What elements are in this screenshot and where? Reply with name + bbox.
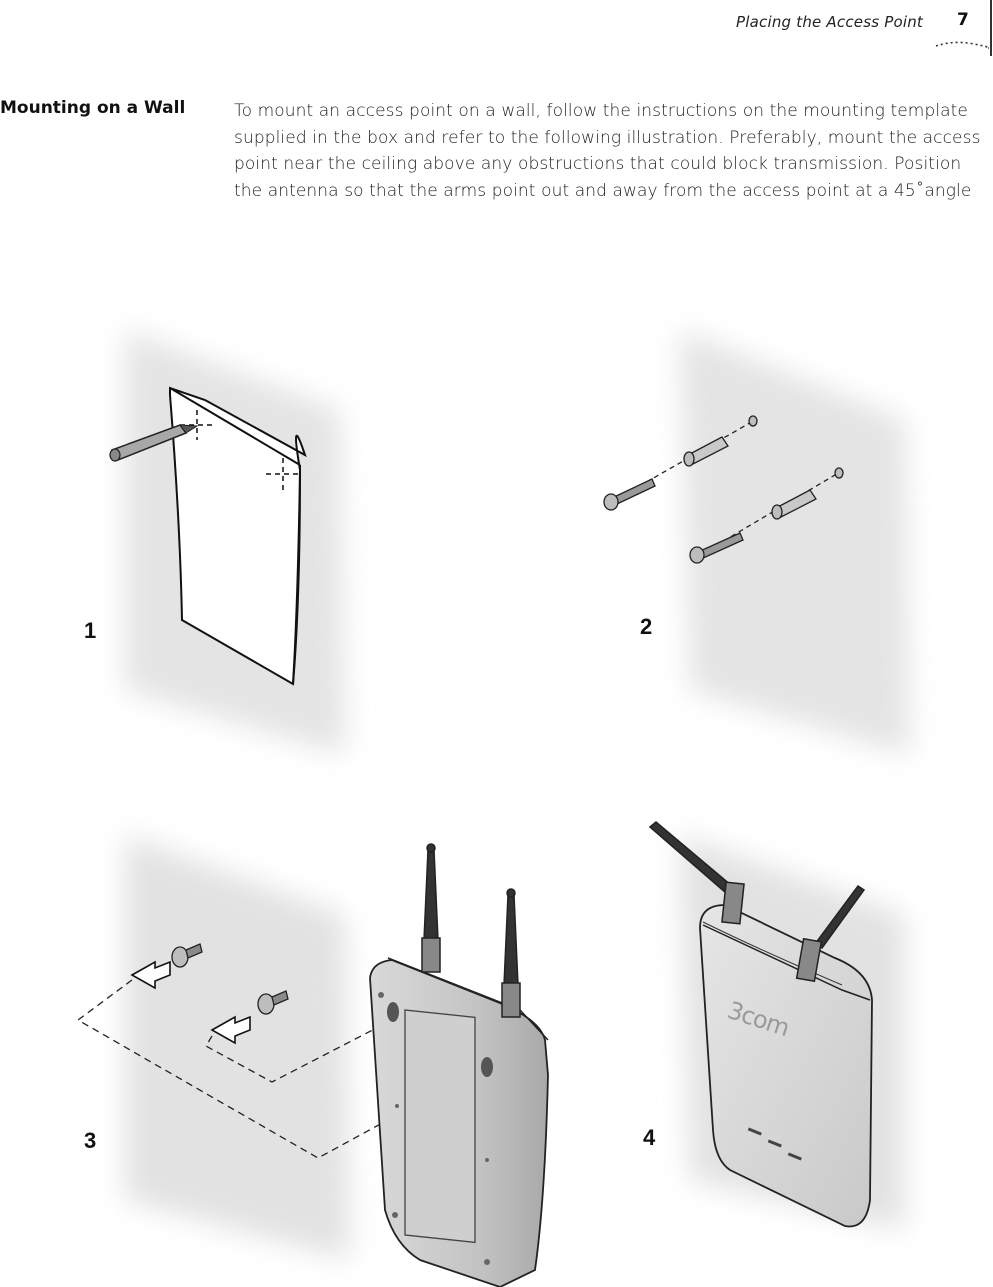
- mounting-template-paper: [169, 386, 307, 686]
- arrow-icon-upper: [130, 960, 171, 990]
- status-led-slots: [747, 1127, 802, 1161]
- antenna-step3-left: [421, 843, 441, 973]
- page-edge-rule: [990, 0, 992, 56]
- section-heading: Mounting on a Wall: [0, 98, 186, 118]
- wall-panel-2: [680, 330, 910, 755]
- antenna-step3-right: [501, 888, 521, 1018]
- wall-panel-3: [125, 835, 350, 1260]
- antenna-step4-left: [648, 821, 745, 925]
- screw-and-plug-lower: [689, 467, 844, 564]
- step-label-1: 1: [84, 618, 97, 643]
- page-number: 7: [957, 10, 969, 30]
- screw-heads-step3: [171, 943, 289, 1015]
- wall-panel-1: [125, 330, 345, 755]
- page-corner-dots: [935, 41, 990, 49]
- running-header-title: Placing the Access Point: [736, 13, 923, 31]
- wall-panel-4: [680, 835, 905, 1230]
- dashed-guide-lines: [76, 979, 481, 1159]
- brand-logo: 3com: [724, 996, 793, 1042]
- body-paragraph: To mount an access point on a wall, foll…: [234, 101, 981, 201]
- pencil-icon: [109, 424, 199, 462]
- step-label-3: 3: [84, 1128, 97, 1153]
- step-label-2: 2: [640, 614, 653, 639]
- antenna-step4-right: [795, 884, 866, 983]
- access-point-front-view: [699, 904, 873, 1228]
- step-label-4: 4: [643, 1125, 656, 1150]
- arrow-icon-lower: [210, 1015, 251, 1045]
- crosshair-marks: [180, 410, 300, 490]
- screw-and-plug-upper: [603, 415, 758, 511]
- access-point-back-view: [369, 957, 549, 1287]
